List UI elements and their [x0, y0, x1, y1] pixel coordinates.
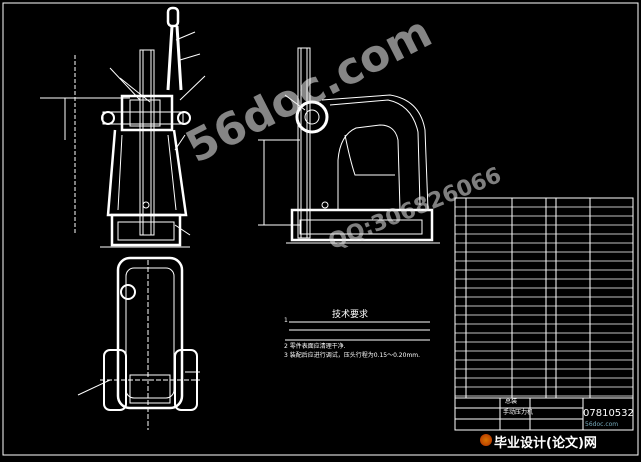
title-cell-name: 手动压力机: [503, 409, 534, 416]
drawing-code: 07810532: [583, 408, 634, 419]
tech-line-1: 1: [284, 317, 288, 324]
drawing-frame: [2, 2, 639, 456]
tech-line-3: 3 装配后应进行调试，压头行程为0.15～0.20mm.: [284, 352, 421, 359]
front-view: [40, 6, 206, 248]
logo-icon: [480, 434, 492, 446]
tech-requirement-lines: [285, 321, 430, 341]
side-view: [258, 47, 440, 244]
tech-line-2: 2 零件表面应清理干净.: [284, 343, 346, 350]
parts-table: [454, 197, 634, 431]
site-logo: 毕业设计(论文)网: [494, 436, 597, 451]
tech-requirements-title: 技术要求: [332, 310, 369, 320]
site-small: 56doc.com: [585, 421, 619, 428]
top-view: [77, 256, 200, 430]
title-cell-assembly: 总装: [505, 398, 518, 405]
